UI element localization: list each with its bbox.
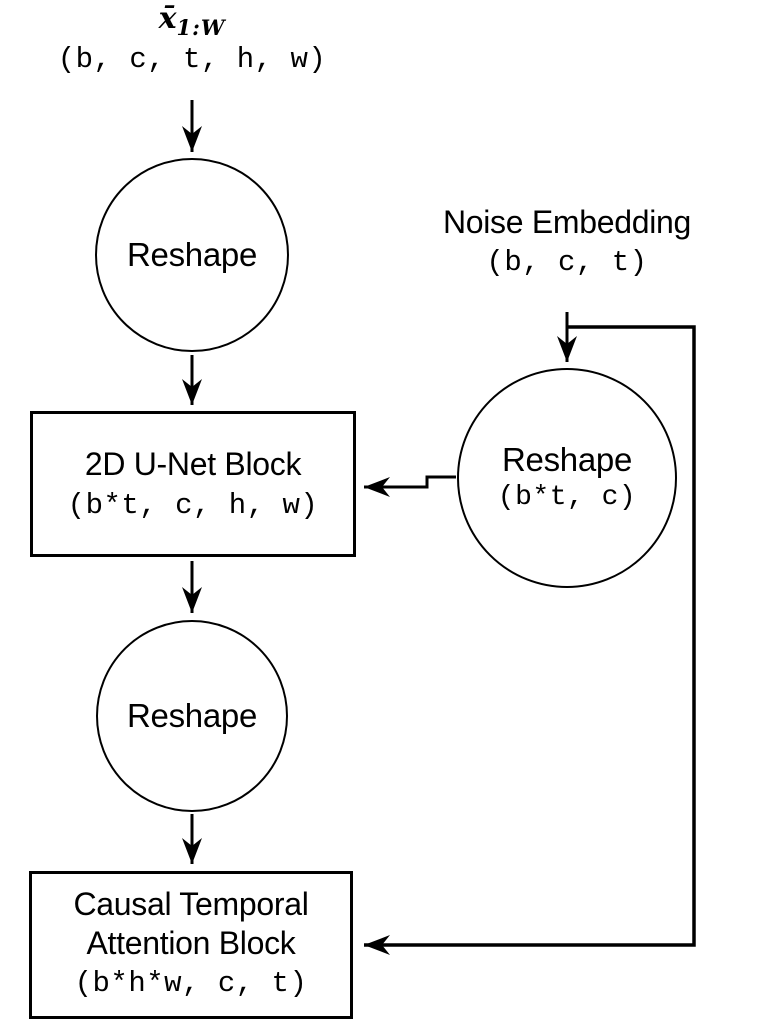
- reshape-node-2-label: Reshape: [502, 441, 632, 479]
- reshape-node-2: Reshape (b*t, c): [457, 368, 677, 588]
- unet-block: 2D U-Net Block (b*t, c, h, w): [30, 411, 356, 557]
- arrow-noise-branch-to-attention: [364, 325, 696, 955]
- input-tensor-var: x̄: [158, 1, 177, 36]
- reshape-node-1-label: Reshape: [127, 236, 257, 274]
- attention-block-title-line2: Attention Block: [86, 924, 296, 961]
- reshape-node-1: Reshape: [95, 158, 289, 352]
- attention-block: Causal Temporal Attention Block (b*h*w, …: [29, 871, 353, 1019]
- attention-block-title-line1: Causal Temporal: [73, 885, 309, 922]
- noise-embedding-title: Noise Embedding: [442, 204, 692, 240]
- reshape-node-3: Reshape: [96, 620, 288, 812]
- noise-embedding-label: Noise Embedding (b, c, t): [417, 204, 717, 279]
- unet-block-shape: (b*t, c, h, w): [67, 488, 319, 522]
- unet-block-title: 2D U-Net Block: [84, 445, 302, 482]
- input-tensor-shape: (b, c, t, h, w): [57, 43, 327, 76]
- noise-embedding-shape: (b, c, t): [486, 246, 648, 279]
- input-tensor-math: x̄1:W: [158, 1, 226, 40]
- attention-block-shape: (b*h*w, c, t): [74, 966, 308, 1000]
- arrow-reshape2-to-unet: [364, 475, 456, 497]
- reshape-node-3-label: Reshape: [127, 697, 257, 735]
- input-tensor-label: x̄1:W (b, c, t, h, w): [40, 4, 344, 76]
- reshape-node-2-shape: (b*t, c): [497, 482, 637, 514]
- input-tensor-subscript: 1:W: [176, 15, 226, 40]
